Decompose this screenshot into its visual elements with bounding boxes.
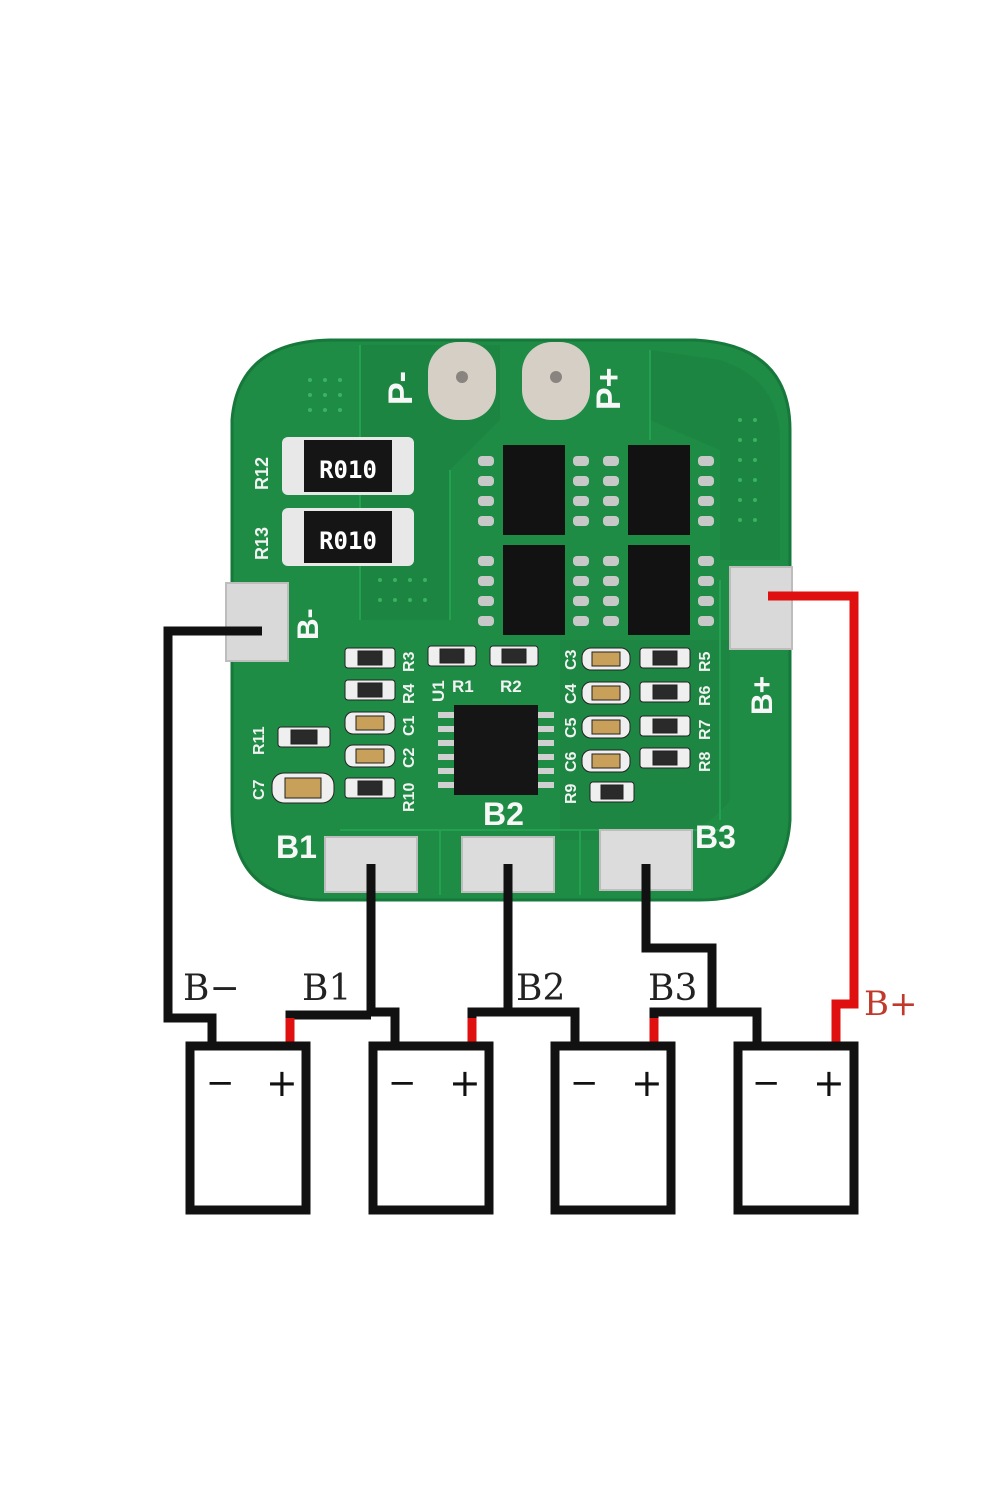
cell-3-minus-sign: − (570, 1063, 599, 1103)
cell-2-minus-sign: − (388, 1063, 417, 1103)
label-p-minus: P- (382, 371, 420, 405)
mosfet-group (478, 445, 714, 635)
protection-ic-u1 (438, 705, 554, 795)
label-board-b3: B3 (695, 819, 736, 855)
silk-r2: R2 (500, 677, 522, 696)
silk-c1: C1 (401, 715, 418, 736)
label-board-b2: B2 (483, 796, 524, 832)
cell-4-minus-sign: − (752, 1063, 781, 1103)
mosfet-2 (603, 445, 714, 535)
pad-p-plus (522, 342, 590, 420)
wire-b-plus (768, 591, 859, 1046)
cell-1-plus-sign: + (266, 1061, 298, 1105)
silk-r12: R12 (252, 457, 272, 490)
wiring-label-b-plus: B+ (864, 984, 917, 1024)
silk-c7: C7 (251, 779, 268, 800)
shunt-marking-r13: R010 (319, 527, 377, 555)
wire-b-minus (163, 626, 262, 1046)
label-board-b-plus: B+ (746, 676, 779, 715)
silk-r3: R3 (401, 651, 418, 672)
cell-2-plus-sign: + (449, 1061, 481, 1105)
battery-cell-3: − + (550, 1041, 676, 1215)
pad-b-minus (225, 582, 289, 662)
silk-u1: U1 (429, 680, 448, 702)
silk-c5: C5 (563, 717, 580, 738)
silk-r9: R9 (563, 783, 580, 804)
wire-b1 (366, 864, 400, 1046)
wiring-label-b-minus: B− (183, 968, 240, 1009)
pad-b-plus (729, 566, 793, 650)
wires (163, 591, 859, 1046)
shunt-marking-r12: R010 (319, 456, 377, 484)
battery-cell-4: − + (733, 1041, 859, 1215)
battery-cell-2: − + (368, 1041, 494, 1215)
silk-c6: C6 (563, 751, 580, 772)
mosfet-1 (478, 445, 589, 535)
label-board-b1: B1 (276, 829, 317, 865)
wire-b2-link (467, 1007, 580, 1046)
silk-r13: R13 (252, 527, 272, 560)
shunt-resistor-r12: R010 (282, 437, 414, 495)
silk-c3: C3 (563, 649, 580, 670)
pad-p-minus (428, 342, 496, 420)
silk-r8: R8 (697, 751, 714, 772)
wire-b3 (641, 864, 717, 1012)
silk-c4: C4 (563, 683, 580, 704)
wire-b1-link (285, 1010, 371, 1046)
label-board-b-minus: B- (292, 608, 325, 640)
silk-r5: R5 (697, 651, 714, 672)
silk-r6: R6 (697, 685, 714, 706)
label-p-plus: P+ (590, 367, 628, 410)
mosfet-4 (603, 545, 714, 635)
silk-r4: R4 (401, 683, 418, 704)
cell-4-plus-sign: + (813, 1061, 845, 1105)
silk-r11: R11 (251, 726, 268, 755)
wiring-label-b3: B3 (648, 968, 697, 1009)
mosfet-3 (478, 545, 589, 635)
silk-r7: R7 (697, 719, 714, 740)
cell-3-plus-sign: + (631, 1061, 663, 1105)
wire-b3-link (649, 1007, 762, 1046)
battery-cell-1: − + (185, 1041, 311, 1215)
wiring-label-b2: B2 (516, 968, 565, 1009)
silk-c2: C2 (401, 747, 418, 768)
wiring-label-b1: B1 (302, 968, 351, 1009)
cell-1-minus-sign: − (206, 1063, 235, 1103)
smd-components (271, 645, 691, 804)
silk-r1: R1 (452, 677, 474, 696)
silk-r10: R10 (401, 783, 418, 812)
shunt-resistor-r13: R010 (282, 508, 414, 566)
